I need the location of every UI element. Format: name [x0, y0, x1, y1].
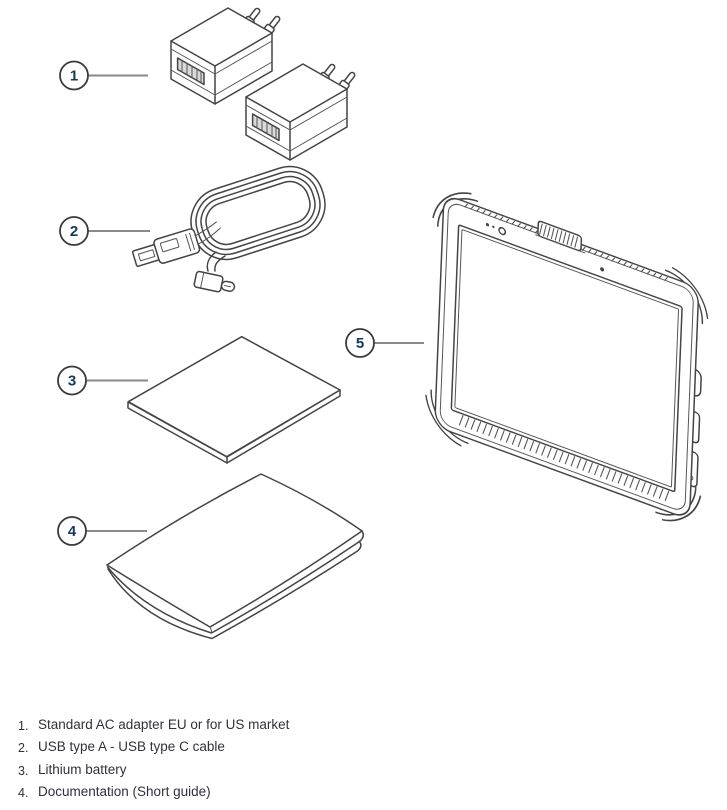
tablet-screen: [450, 224, 683, 493]
callout-1-number: 1: [70, 68, 78, 85]
cable-coil: [190, 165, 326, 261]
callout-3-number: 3: [68, 373, 76, 390]
dock-latch: [535, 220, 586, 254]
callout-5-circle: [345, 328, 375, 358]
usb-a-connector: [131, 221, 221, 267]
callout-2-number: 2: [70, 223, 78, 240]
callout-3: 3: [57, 365, 148, 396]
parts-list-item-number: 3.: [18, 763, 29, 778]
status-led-dot: [492, 225, 495, 229]
parts-list-item: 3. Lithium battery: [18, 759, 289, 781]
ambient-sensor-dot: [485, 222, 490, 227]
documentation-booklet: [106, 473, 365, 640]
callout-3-circle: [57, 365, 87, 396]
parts-list-item-number: 2.: [18, 741, 29, 756]
lithium-battery: [127, 335, 341, 464]
parts-list-item-label: Standard AC adapter EU or for US market: [38, 717, 290, 732]
parts-list-item: 4. Documentation (Short guide): [18, 781, 289, 803]
parts-list-item-label: USB type A - USB type C cable: [38, 739, 225, 755]
usb-cable: [131, 165, 326, 293]
front-camera-icon: [498, 226, 507, 236]
callout-4: 4: [57, 516, 147, 546]
parts-list-item-label: Lithium battery: [38, 761, 127, 777]
parts-list: 1. Standard AC adapter EU or for US mark…: [18, 714, 289, 803]
callout-1: 1: [59, 60, 148, 91]
usb-c-connector: [193, 270, 236, 293]
callout-5: 5: [345, 328, 424, 358]
parts-list-item-number: 4.: [18, 785, 29, 800]
callout-4-number: 4: [68, 523, 77, 540]
callout-4-circle: [57, 516, 87, 546]
callout-2-circle: [59, 216, 89, 246]
callout-5-number: 5: [356, 335, 364, 352]
parts-list-item-label: Documentation (Short guide): [38, 783, 211, 799]
callout-1-circle: [59, 60, 89, 91]
callout-2: 2: [59, 216, 150, 246]
parts-list-item: 1. Standard AC adapter EU or for US mark…: [18, 714, 289, 736]
parts-list-item: 2. USB type A - USB type C cable: [18, 736, 289, 758]
packaging-illustration: 1 2 3 4 5: [57, 5, 709, 640]
microphone-dot: [600, 267, 605, 272]
parts-list-item-number: 1.: [18, 719, 29, 733]
rugged-tablet: [425, 192, 709, 522]
